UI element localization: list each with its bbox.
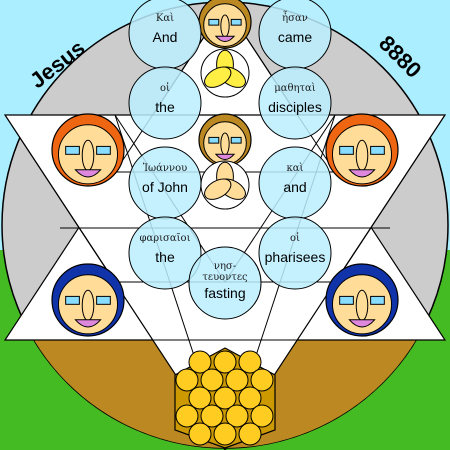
honey-cell [238,386,262,410]
honey-cell [213,422,237,446]
english-word: the [155,249,175,265]
honey-cell [175,368,199,392]
face-right-bottom [325,263,399,337]
english-word: came [278,29,312,45]
word-bubble: οἱ pharisees [258,216,332,290]
word-bubble: νησ-τευοντες fasting [188,246,262,320]
english-word: and [283,179,306,195]
english-word: the [155,99,175,115]
greek-word: φαρισαῖοι [140,233,191,244]
face-center-top [198,0,252,49]
english-word: of John [142,179,188,195]
greek-word: Καὶ [156,13,174,24]
face-right-top [325,113,399,187]
greek-word: οἱ [290,233,300,244]
honey-cell [250,404,274,428]
honey-cell [250,368,274,392]
greek-word: τευοντες [202,272,248,283]
honey-cell [188,350,212,374]
honey-cell [188,422,212,446]
english-word: disciples [268,99,322,115]
honey-cell [238,350,262,374]
word-bubble: φαρισαῖοι the [128,216,202,290]
honey-cell [200,404,224,428]
word-bubble: ἦσαν came [258,0,332,70]
trinity-knot-skin [200,160,250,210]
honey-cell [225,368,249,392]
greek-word: ἦσαν [282,12,308,24]
word-bubble: Ἰωάννου of John [128,146,202,220]
word-bubble: καὶ and [258,146,332,220]
greek-word: καὶ [287,163,304,174]
honey-cell [225,404,249,428]
english-word: And [153,29,178,45]
word-bubble: μαθηταὶ disciples [258,66,332,140]
honeycomb-cells [175,350,274,446]
greek-word: νησ- [214,261,236,272]
honey-cell [175,404,199,428]
greek-word: Ἰωάννου [143,163,187,174]
greek-word: μαθηταὶ [274,83,316,94]
honey-cell [213,350,237,374]
honey-cell [188,386,212,410]
greek-word: οἱ [160,83,170,94]
honey-cell [200,368,224,392]
english-word: fasting [204,285,245,301]
english-word: pharisees [265,249,326,265]
honey-cell [238,422,262,446]
face-left-bottom [51,263,125,337]
face-left-top [51,113,125,187]
face-center-mid [198,113,252,167]
word-bubble: οἱ the [128,66,202,140]
trinity-knot-yellow [200,48,250,98]
honey-cell [213,386,237,410]
